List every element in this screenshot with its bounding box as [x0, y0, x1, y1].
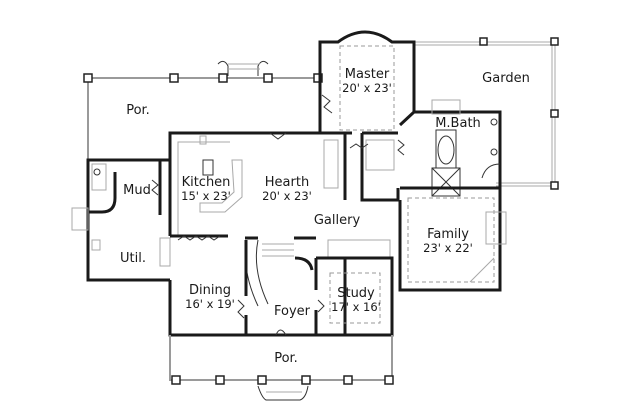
room-name: Por. — [126, 103, 150, 118]
room-name: Util. — [120, 251, 146, 266]
room-dimensions: 17' x 16' — [331, 300, 381, 315]
room-dimensions: 15' x 23' — [181, 189, 231, 204]
room-name: Family — [427, 227, 469, 242]
room-name: Garden — [482, 71, 530, 86]
room-label-study: Study 17' x 16' — [331, 286, 381, 315]
room-label-dining: Dining 16' x 19' — [185, 283, 235, 312]
room-name: Master — [344, 67, 390, 82]
room-dimensions: 23' x 22' — [423, 241, 473, 256]
room-label-front-porch: Por. — [274, 351, 298, 366]
room-label-hearth: Hearth 20' x 23' — [262, 175, 312, 204]
room-label-kitchen: Kitchen 15' x 23' — [181, 175, 231, 204]
room-name: Study — [337, 286, 375, 301]
room-name: M.Bath — [435, 116, 481, 131]
room-name: Hearth — [264, 175, 310, 190]
master-bath-walls — [398, 99, 502, 197]
closets — [343, 133, 405, 202]
room-dimensions: 20' x 23' — [342, 81, 392, 96]
room-label-gallery: Gallery — [313, 213, 361, 228]
room-name: Foyer — [273, 304, 311, 319]
room-label-family: Family 23' x 22' — [423, 227, 473, 256]
master-walls — [318, 30, 416, 135]
gallery-walls — [170, 234, 391, 307]
room-name: Mud — [123, 183, 151, 198]
kitchen-hearth-walls — [168, 131, 347, 236]
room-label-mud: Mud — [123, 183, 151, 198]
room-name: Kitchen — [181, 175, 231, 190]
room-name: Gallery — [313, 213, 361, 228]
room-dimensions: 16' x 19' — [185, 297, 235, 312]
mud-util-walls — [71, 158, 171, 282]
room-label-master-bath: M.Bath — [435, 116, 481, 131]
room-name: Por. — [274, 351, 298, 366]
front-porch — [169, 335, 394, 401]
family-walls — [398, 186, 507, 292]
room-dimensions: 20' x 23' — [262, 189, 312, 204]
back-porch — [83, 60, 323, 160]
room-name: Dining — [189, 283, 231, 298]
front-rooms-walls — [168, 240, 394, 337]
room-label-util: Util. — [120, 251, 146, 266]
room-label-foyer: Foyer — [273, 304, 311, 319]
garden-trellis — [414, 37, 559, 190]
room-label-back-porch: Por. — [126, 103, 150, 118]
room-label-garden: Garden — [482, 71, 530, 86]
room-label-master: Master 20' x 23' — [342, 67, 392, 96]
